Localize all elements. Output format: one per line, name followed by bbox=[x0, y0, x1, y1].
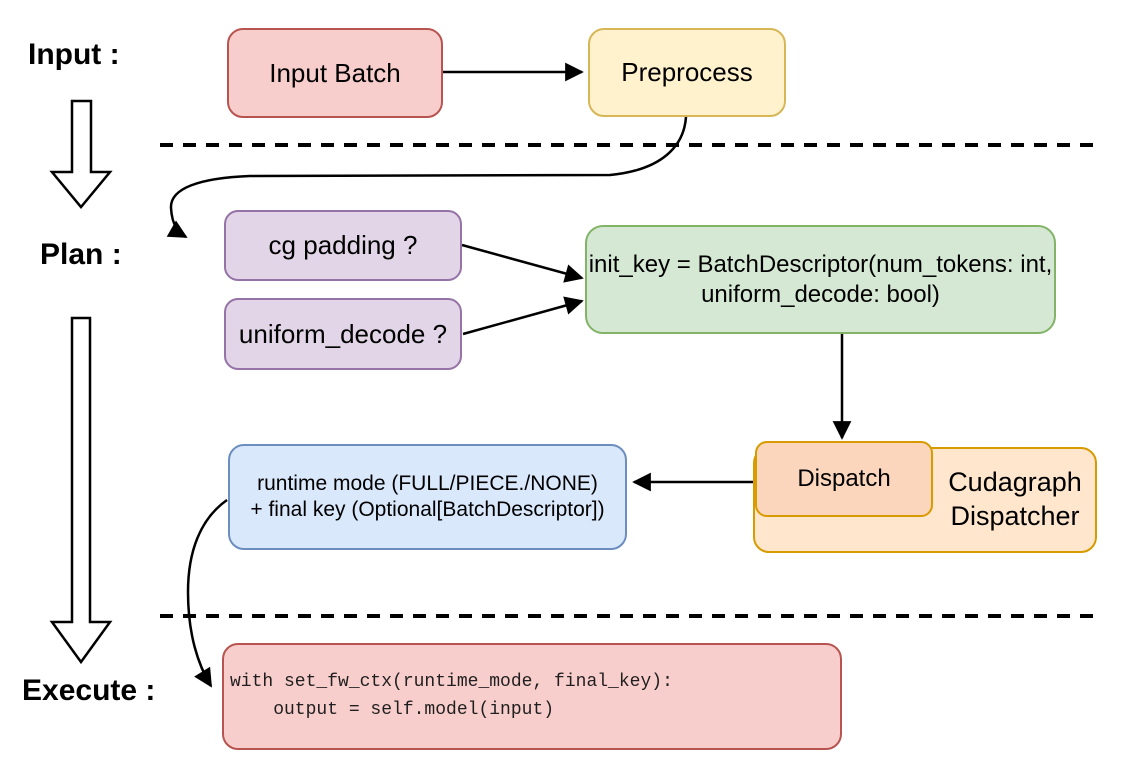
node-init-key-line2: uniform_decode: bool) bbox=[701, 280, 940, 308]
node-uniform-decode: uniform_decode ? bbox=[224, 298, 462, 370]
preprocess-to-plan-curve-arrow bbox=[166, 116, 688, 239]
execute-code-line2: output = self.model(input) bbox=[230, 699, 555, 720]
node-cg-padding: cg padding ? bbox=[224, 210, 462, 281]
node-preprocess-label: Preprocess bbox=[621, 57, 753, 88]
node-input-batch-label: Input Batch bbox=[269, 57, 401, 88]
node-cudagraph-dispatcher-line2: Dispatcher bbox=[950, 501, 1080, 531]
uniform-decode-to-init-key-arrow bbox=[462, 296, 584, 336]
input-to-plan-block-arrow bbox=[49, 99, 113, 209]
runtime-mode-to-execute-curve-arrow bbox=[186, 498, 228, 688]
node-input-batch: Input Batch bbox=[227, 28, 443, 118]
execute-code-line1: with set_fw_ctx(runtime_mode, final_key)… bbox=[230, 671, 673, 692]
node-cudagraph-dispatcher-line1: Cudagraph bbox=[948, 467, 1082, 498]
stage-label-input: Input : bbox=[28, 38, 120, 71]
node-dispatch-label: Dispatch bbox=[797, 465, 891, 492]
node-execute-code: with set_fw_ctx(runtime_mode, final_key)… bbox=[222, 643, 842, 750]
node-cg-padding-label: cg padding ? bbox=[268, 230, 418, 261]
node-runtime-mode-line2: + final key (Optional[BatchDescriptor]) bbox=[250, 498, 605, 521]
node-cudagraph-dispatcher-label: Cudagraph Dispatcher bbox=[933, 447, 1097, 553]
cg-padding-to-init-key-arrow bbox=[461, 243, 584, 283]
stage-label-execute: Execute : bbox=[22, 674, 156, 707]
node-runtime-mode-line1: runtime mode (FULL/PIECE./NONE) bbox=[257, 471, 598, 495]
node-uniform-decode-label: uniform_decode ? bbox=[238, 318, 448, 349]
node-init-key: init_key = BatchDescriptor(num_tokens: i… bbox=[585, 225, 1056, 334]
plan-to-execute-block-arrow bbox=[49, 316, 113, 665]
node-runtime-mode: runtime mode (FULL/PIECE./NONE) + final … bbox=[228, 444, 627, 550]
node-init-key-line1: init_key = BatchDescriptor(num_tokens: i… bbox=[588, 250, 1053, 278]
node-preprocess: Preprocess bbox=[588, 28, 786, 117]
stage-label-plan: Plan : bbox=[40, 238, 122, 271]
node-dispatch: Dispatch bbox=[755, 441, 933, 517]
